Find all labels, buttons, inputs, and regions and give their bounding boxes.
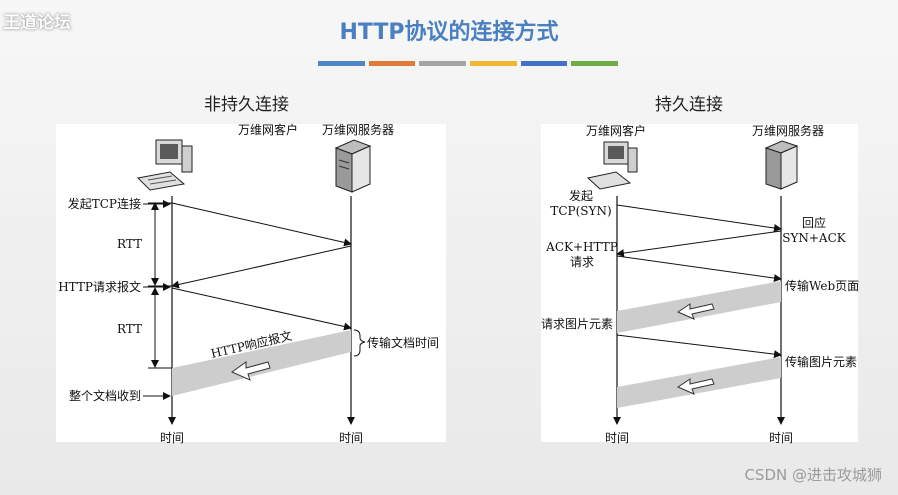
right-time-client: 时间 (605, 431, 629, 445)
right-img-request-arrow (616, 334, 782, 359)
left-time-client: 时间 (160, 431, 184, 445)
right-ack-label-2: 请求 (570, 255, 594, 269)
server-icon-right (764, 140, 799, 190)
client-computer-icon-right (586, 141, 638, 190)
right-syn-label-2: TCP(SYN) (550, 204, 611, 218)
strip-dark-blue (520, 61, 568, 66)
right-web-page-label: 传输Web页面 (785, 278, 859, 293)
right-ack-label-1: ACK+HTTP (545, 240, 618, 254)
strip-blue (318, 61, 365, 66)
right-synack-arrow (616, 230, 782, 257)
server-icon (334, 139, 372, 193)
left-start-label: 发起TCP连接 (68, 196, 141, 211)
page-title: HTTP协议的连接方式 (339, 20, 559, 45)
left-client-label: 万维网客户 (238, 122, 298, 137)
right-img-request-label: 请求图片元素 (541, 317, 613, 331)
csdn-credit: CSDN @进击攻城狮 (744, 466, 882, 484)
right-client-label: 万维网客户 (586, 123, 646, 138)
ack-arrow (171, 245, 352, 289)
strip-yellow (470, 61, 517, 66)
right-ack-arrow (616, 255, 782, 282)
client-computer-icon (136, 139, 193, 191)
transfer-brace (353, 329, 366, 357)
left-rtt1-label: RTT (117, 237, 142, 251)
left-received-label: 整个文档收到 (69, 388, 141, 403)
strip-gray (419, 61, 467, 66)
right-server-label: 万维网服务器 (752, 123, 824, 138)
left-time-server: 时间 (339, 431, 363, 445)
left-request-label: HTTP请求报文 (58, 279, 141, 294)
non-persistent-panel (56, 124, 446, 442)
left-heading: 非持久连接 (204, 95, 289, 115)
right-page-arrow-icon (676, 303, 715, 320)
left-transfer-label: 传输文档时间 (367, 335, 439, 350)
color-strip (318, 61, 619, 66)
right-img-transfer-label: 传输图片元素 (785, 354, 857, 369)
right-img-arrow-icon (676, 378, 715, 395)
left-server-label: 万维网服务器 (322, 122, 394, 137)
right-reply-label-1: 回应 (802, 215, 826, 230)
request-arrow (171, 287, 352, 331)
right-syn-arrow (616, 204, 782, 232)
strip-green (571, 61, 619, 66)
response-arrow-icon (230, 361, 271, 381)
right-reply-label-2: SYN+ACK (782, 231, 847, 245)
strip-orange (368, 61, 416, 66)
syn-arrow (171, 202, 352, 247)
left-rtt2-label: RTT (117, 322, 142, 336)
response-band (172, 330, 351, 396)
watermark-logo: 王道论坛 (3, 13, 71, 33)
right-heading: 持久连接 (655, 95, 723, 115)
right-syn-label-1: 发起 (569, 188, 593, 203)
right-time-server: 时间 (769, 431, 793, 445)
